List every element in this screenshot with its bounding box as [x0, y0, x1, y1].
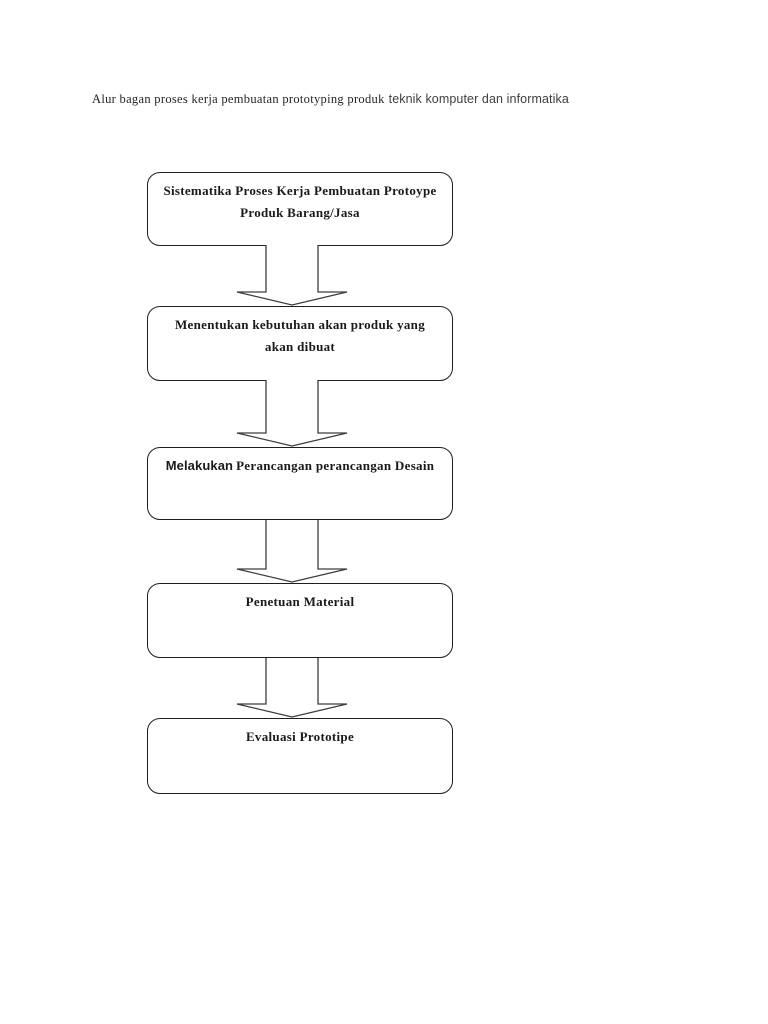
flow-node-menentukan-kebutuhan: Menentukan kebutuhan akan produk yang ak… — [147, 306, 453, 381]
page-title-suffix: teknik komputer dan informatika — [388, 92, 569, 106]
flow-node-sistematika: Sistematika Proses Kerja Pembuatan Proto… — [147, 172, 453, 246]
flow-node-text: Menentukan kebutuhan akan produk yang — [174, 317, 425, 332]
page-title-main: Alur bagan proses kerja pembuatan protot… — [92, 92, 385, 106]
flow-node-penetuan-material: Penetuan Material — [147, 583, 453, 658]
down-arrow-connector-icon — [236, 520, 348, 583]
flow-node-text: akan dibuat — [264, 339, 336, 354]
flow-node-text: Penetuan Material — [245, 594, 355, 609]
page-title: Alur bagan proses kerja pembuatan protot… — [92, 91, 569, 108]
flow-node-text: Sistematika Proses Kerja Pembuatan Proto… — [163, 183, 437, 198]
down-arrow-connector-icon — [236, 658, 348, 718]
flow-node-text-word: Melakukan — [165, 458, 234, 473]
flow-node-text: Evaluasi Prototipe — [245, 729, 355, 744]
down-arrow-connector-icon — [236, 245, 348, 306]
down-arrow-connector-icon — [236, 380, 348, 447]
flow-node-evaluasi-prototipe: Evaluasi Prototipe — [147, 718, 453, 794]
flow-node-text: Produk Barang/Jasa — [240, 205, 360, 220]
flow-node-text-rest: Perancangan perancangan Desain — [236, 458, 435, 473]
